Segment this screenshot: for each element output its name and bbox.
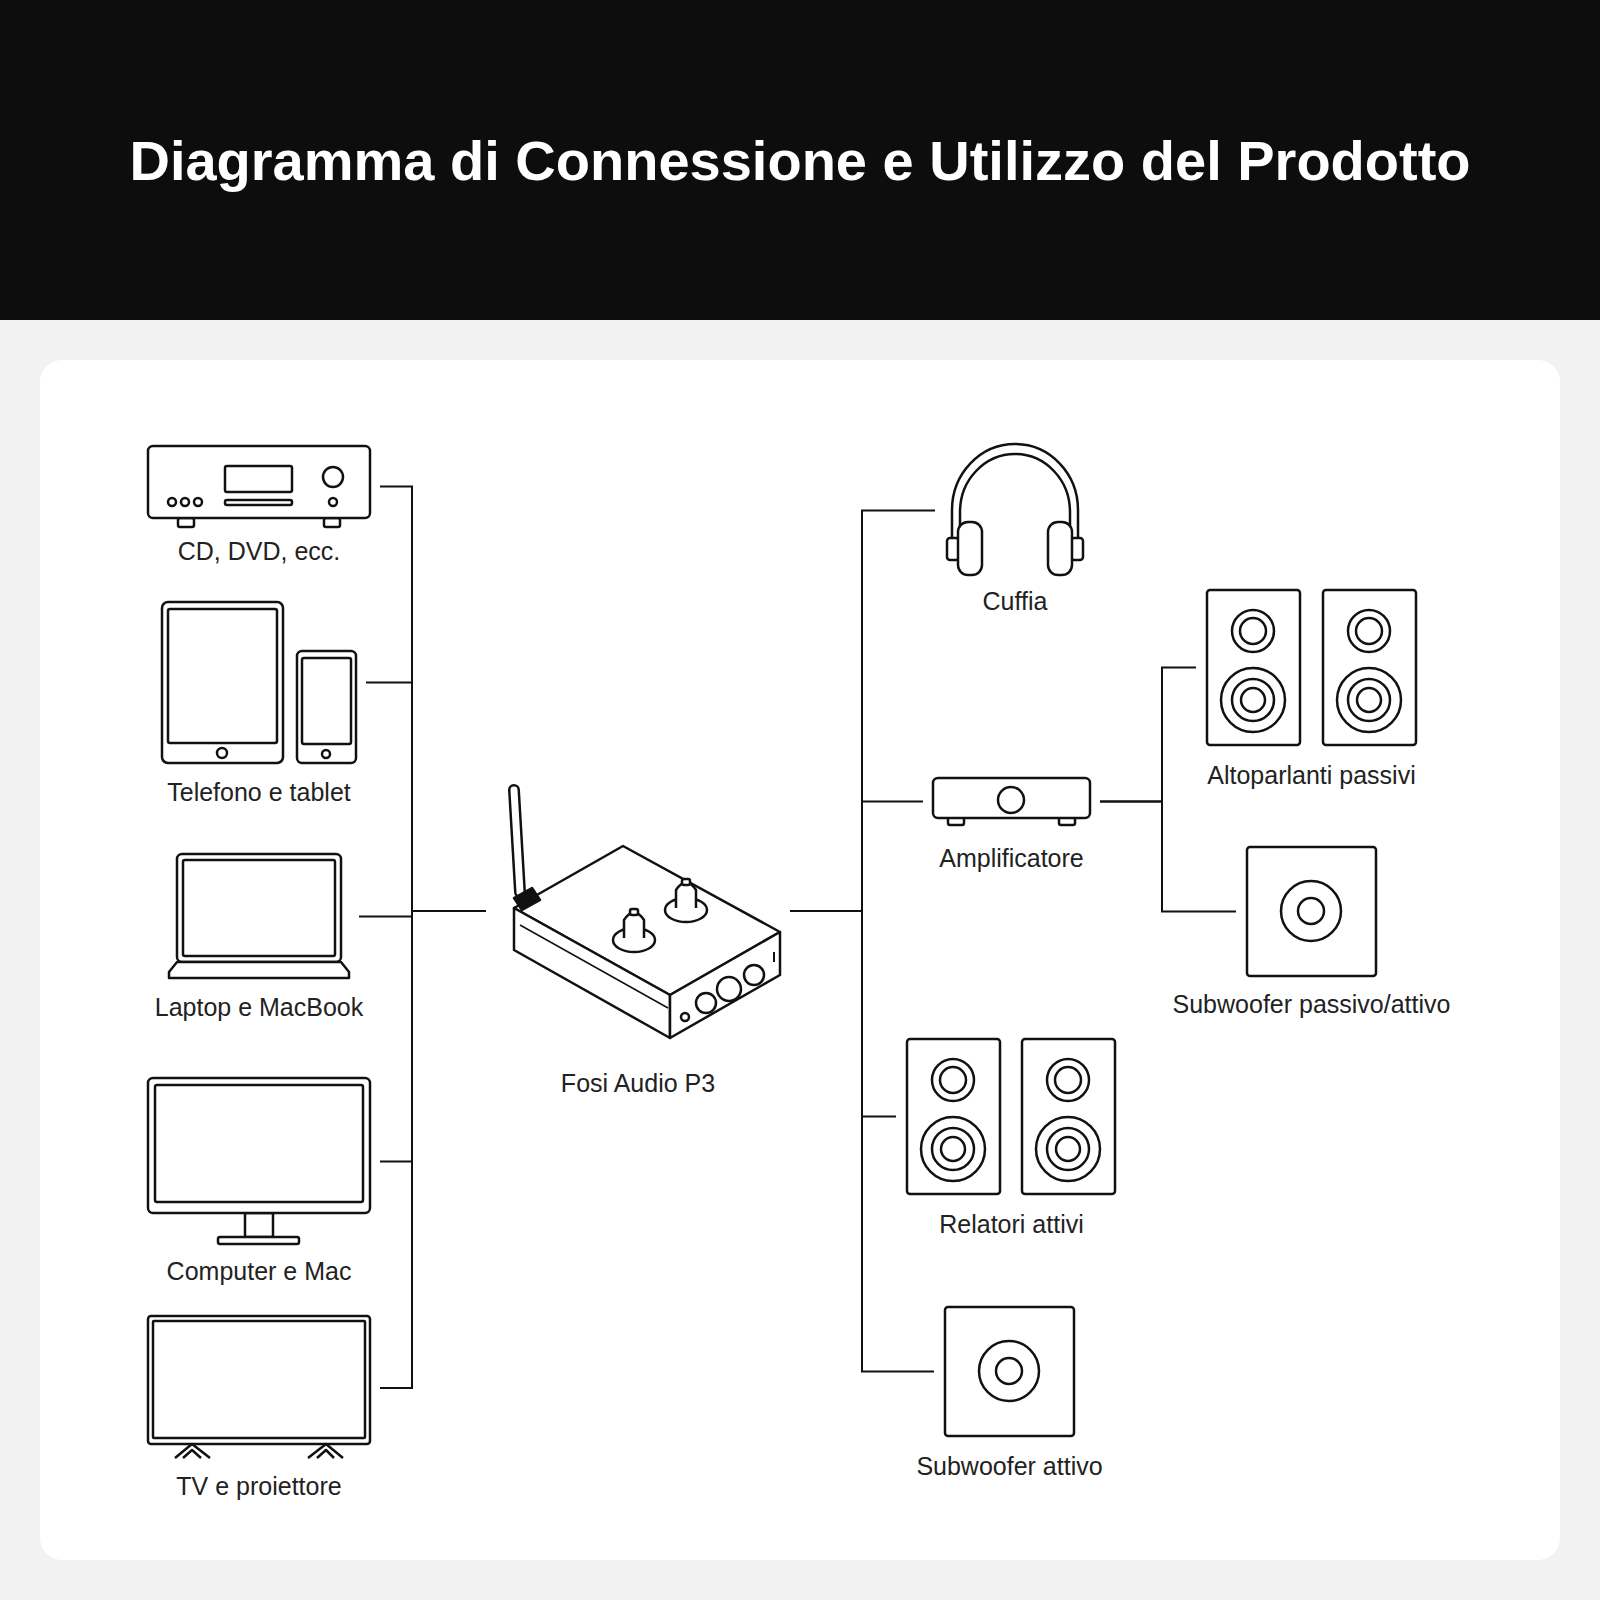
device-node: Altoparlanti passivi [1196,589,1427,746]
connector-line [1100,802,1236,912]
device-node: Telefono e tablet [152,602,366,763]
device-label: CD, DVD, ecc. [178,537,341,566]
device-label: Computer e Mac [167,1257,352,1286]
device-node: CD, DVD, ecc. [138,446,380,527]
connector-line [790,511,935,912]
device-node: Subwoofer attivo [934,1306,1085,1437]
title: Diagramma di Connessione e Utilizzo del … [129,128,1470,193]
device-label: Laptop e MacBook [155,993,363,1022]
connector-line [380,487,486,912]
device-label: Relatori attivi [939,1210,1084,1239]
connector-line [366,683,486,912]
device-node: TV e proiettore [138,1316,380,1460]
device-node: Laptop e MacBook [159,854,359,979]
device-label: Subwoofer attivo [916,1452,1102,1481]
connector-line [790,802,923,912]
device-label: Amplificatore [939,844,1084,873]
device-label: Fosi Audio P3 [561,1069,715,1098]
device-label: Telefono e tablet [167,778,350,807]
connector-line [1100,668,1196,802]
device-label: Cuffia [983,587,1048,616]
device-node: Relatori attivi [896,1038,1127,1195]
title-bar: Diagramma di Connessione e Utilizzo del … [0,0,1600,320]
connector-line [790,911,934,1372]
connector-line [790,911,896,1117]
device-node: Subwoofer passivo/attivo [1236,846,1387,977]
connector-line [380,911,486,1388]
device-node: Cuffia [935,446,1095,575]
device-node: Computer e Mac [138,1078,380,1245]
device-node: Amplificatore [923,778,1100,825]
device-node: Fosi Audio P3 [486,782,790,1040]
device-label: Altoparlanti passivi [1207,761,1415,790]
device-label: Subwoofer passivo/attivo [1173,990,1451,1019]
device-label: TV e proiettore [176,1472,341,1501]
connector-line [380,911,486,1162]
